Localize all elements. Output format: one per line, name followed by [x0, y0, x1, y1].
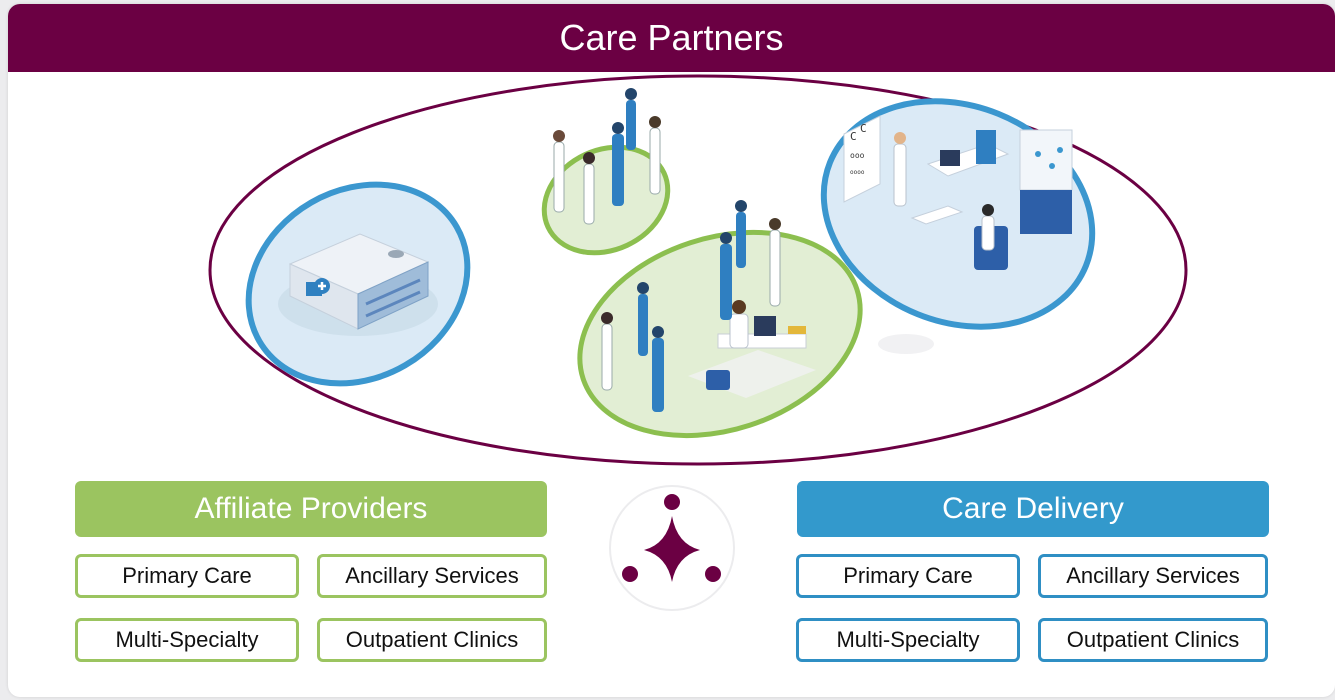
svg-text:C: C	[850, 130, 857, 143]
delivery-multi-specialty: Multi-Specialty	[796, 618, 1020, 662]
delivery-ancillary-services: Ancillary Services	[1038, 554, 1268, 598]
delivery-primary-care-label: Primary Care	[843, 563, 973, 588]
affiliate-outpatient-clinics: Outpatient Clinics	[317, 618, 547, 662]
affiliate-primary-care-label: Primary Care	[122, 563, 252, 588]
svg-text:oooo: oooo	[850, 169, 865, 176]
header-bar: Care Partners	[8, 4, 1335, 72]
eye-clinic-icon: C C ooo oooo	[820, 98, 1096, 330]
affiliate-providers-label: Affiliate Providers	[194, 492, 428, 525]
delivery-primary-care: Primary Care	[796, 554, 1020, 598]
delivery-outpatient-clinics-label: Outpatient Clinics	[1066, 627, 1240, 652]
affiliate-providers-title: Affiliate Providers	[75, 481, 547, 537]
doctor-office-icon	[577, 200, 863, 439]
care-partners-card: Care Partners	[8, 4, 1335, 697]
affiliate-multi-specialty: Multi-Specialty	[75, 618, 299, 662]
care-delivery-title: Care Delivery	[797, 481, 1269, 537]
svg-text:ooo: ooo	[850, 151, 865, 160]
affiliate-outpatient-clinics-label: Outpatient Clinics	[345, 627, 519, 652]
delivery-outpatient-clinics: Outpatient Clinics	[1038, 618, 1268, 662]
affiliate-multi-specialty-label: Multi-Specialty	[115, 627, 259, 652]
page-title: Care Partners	[559, 17, 784, 58]
care-partners-illustration: C C ooo oooo	[208, 74, 1188, 611]
affiliate-ancillary-services: Ancillary Services	[317, 554, 547, 598]
care-delivery-label: Care Delivery	[942, 492, 1124, 525]
delivery-multi-specialty-label: Multi-Specialty	[836, 627, 980, 652]
care-team-icon	[541, 88, 671, 256]
affiliate-ancillary-services-label: Ancillary Services	[345, 563, 519, 588]
delivery-ancillary-services-label: Ancillary Services	[1066, 563, 1240, 588]
hospital-building-icon	[245, 181, 471, 387]
affiliate-primary-care: Primary Care	[75, 554, 299, 598]
svg-text:C: C	[860, 122, 867, 135]
sparkle-star-icon	[609, 485, 735, 611]
care-partners-boundary	[208, 74, 1188, 466]
